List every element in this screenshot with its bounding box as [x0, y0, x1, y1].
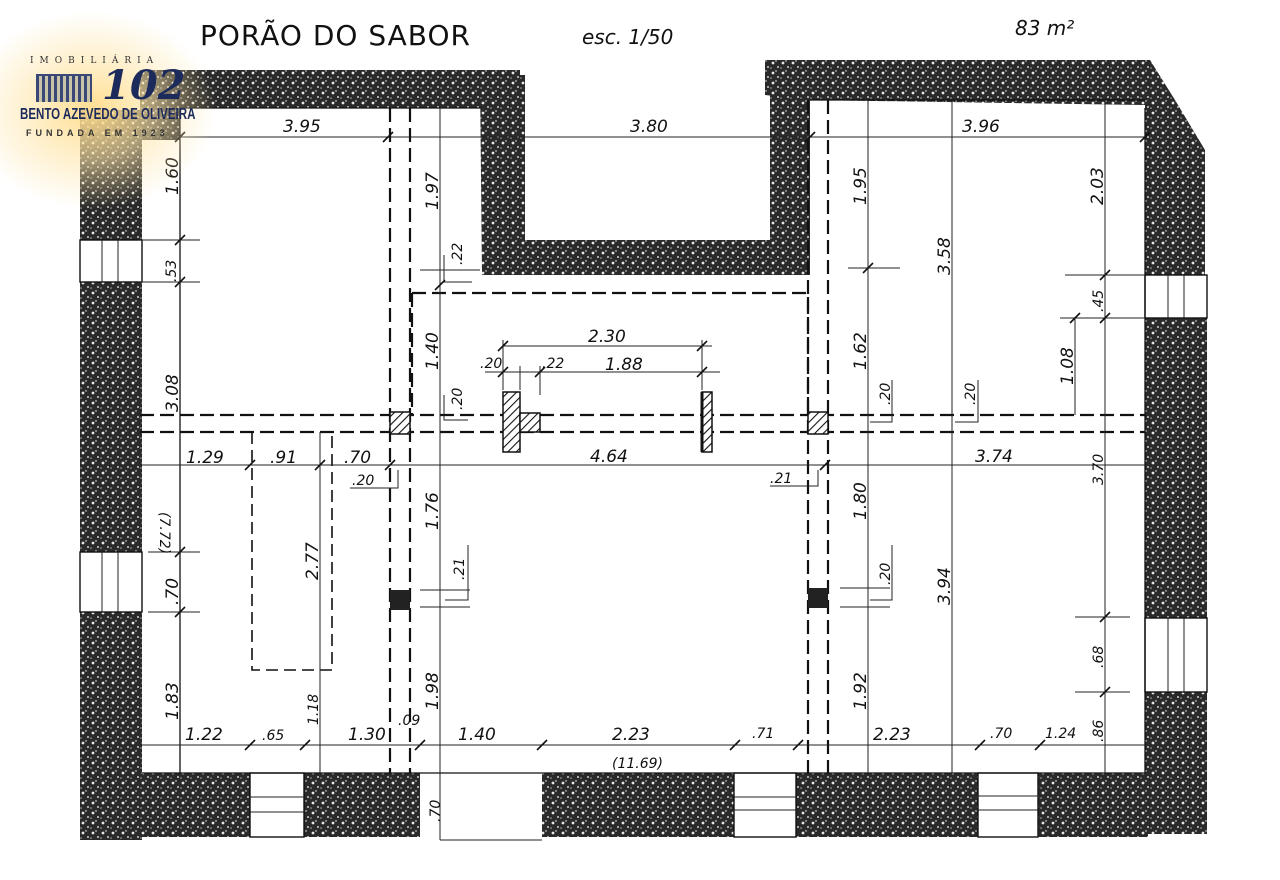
svg-text:4.64: 4.64	[590, 447, 628, 467]
pillars	[389, 411, 829, 610]
building-icon	[36, 74, 92, 102]
svg-text:.20: .20	[878, 563, 894, 585]
svg-text:1.92: 1.92	[851, 672, 871, 710]
logo-founded: FUNDADA EM 1923	[26, 128, 169, 138]
svg-text:1.22: 1.22	[185, 725, 223, 745]
svg-text:1.80: 1.80	[851, 482, 871, 520]
svg-text:3.96: 3.96	[962, 117, 1000, 137]
svg-text:.65: .65	[262, 728, 284, 744]
svg-text:.53: .53	[164, 260, 180, 282]
svg-text:.21: .21	[770, 471, 792, 487]
svg-text:.20: .20	[352, 473, 374, 489]
svg-text:.45: .45	[1091, 290, 1107, 312]
svg-text:1.08: 1.08	[1058, 347, 1078, 385]
dimension-ticks	[174, 131, 1151, 751]
svg-text:2.23: 2.23	[612, 725, 650, 745]
svg-text:.70: .70	[163, 578, 183, 605]
svg-text:.09: .09	[398, 713, 420, 729]
svg-text:(11.69): (11.69)	[612, 756, 663, 772]
svg-text:1.98: 1.98	[423, 672, 443, 710]
company-logo: IMOBILIÁRIA 102 BENTO AZEVEDO DE OLIVEIR…	[0, 10, 218, 210]
svg-text:1.97: 1.97	[423, 172, 443, 210]
logo-glow	[0, 10, 218, 210]
svg-text:1.95: 1.95	[851, 167, 871, 205]
header-labels: PORÃO DO SABOR esc. 1/50 83 m²	[200, 16, 1074, 52]
svg-text:2.03: 2.03	[1088, 167, 1108, 205]
svg-text:3.80: 3.80	[630, 117, 668, 137]
logo-top-line: IMOBILIÁRIA	[30, 56, 160, 66]
windows	[79, 239, 1208, 838]
svg-text:.68: .68	[1091, 646, 1107, 668]
svg-text:.71: .71	[752, 726, 774, 742]
svg-text:1.88: 1.88	[605, 355, 643, 375]
svg-text:(7.72): (7.72)	[156, 512, 172, 554]
svg-text:.91: .91	[270, 448, 297, 468]
dimension-labels: 3.95 3.80 3.96 1.60 .53 3.08 (7.72) .70 …	[156, 117, 1108, 822]
svg-text:1.76: 1.76	[423, 492, 443, 530]
svg-text:1.29: 1.29	[186, 448, 224, 468]
svg-text:1.40: 1.40	[458, 725, 496, 745]
plan-area: 83 m²	[1015, 16, 1074, 40]
plan-title: PORÃO DO SABOR	[200, 19, 471, 52]
logo-company-name: BENTO AZEVEDO DE OLIVEIRA	[20, 106, 196, 123]
svg-text:.22: .22	[450, 243, 466, 265]
pillar-bottom-left	[390, 590, 410, 610]
svg-text:2.77: 2.77	[303, 542, 323, 580]
svg-text:3.70: 3.70	[1091, 454, 1107, 485]
svg-text:1.24: 1.24	[1045, 726, 1076, 742]
logo-number: 102	[102, 62, 186, 109]
svg-text:3.58: 3.58	[935, 237, 955, 275]
svg-text:.20: .20	[963, 383, 979, 405]
svg-text:.70: .70	[990, 726, 1012, 742]
svg-text:1.30: 1.30	[348, 725, 386, 745]
svg-text:1.83: 1.83	[163, 682, 183, 720]
pillar-bottom-right	[808, 588, 828, 608]
svg-text:1.62: 1.62	[851, 332, 871, 370]
svg-text:.20: .20	[480, 356, 502, 372]
svg-text:.20: .20	[450, 388, 466, 410]
svg-text:.70: .70	[428, 800, 444, 822]
svg-text:.20: .20	[878, 383, 894, 405]
svg-text:.70: .70	[344, 448, 371, 468]
exterior-walls	[80, 60, 1207, 840]
svg-text:.86: .86	[1091, 720, 1107, 742]
svg-text:2.30: 2.30	[588, 327, 626, 347]
svg-text:2.23: 2.23	[873, 725, 911, 745]
bar-counter	[502, 391, 713, 453]
plan-scale: esc. 1/50	[582, 25, 673, 49]
svg-text:3.74: 3.74	[975, 447, 1013, 467]
pillar-top-left	[389, 411, 411, 435]
svg-text:1.40: 1.40	[423, 332, 443, 370]
svg-text:3.08: 3.08	[163, 374, 183, 412]
svg-text:.22: .22	[542, 356, 564, 372]
svg-text:3.94: 3.94	[935, 567, 955, 605]
svg-text:.21: .21	[452, 558, 468, 580]
svg-text:1.18: 1.18	[306, 694, 322, 725]
pillar-top-right	[807, 411, 829, 435]
svg-text:3.95: 3.95	[283, 117, 321, 137]
